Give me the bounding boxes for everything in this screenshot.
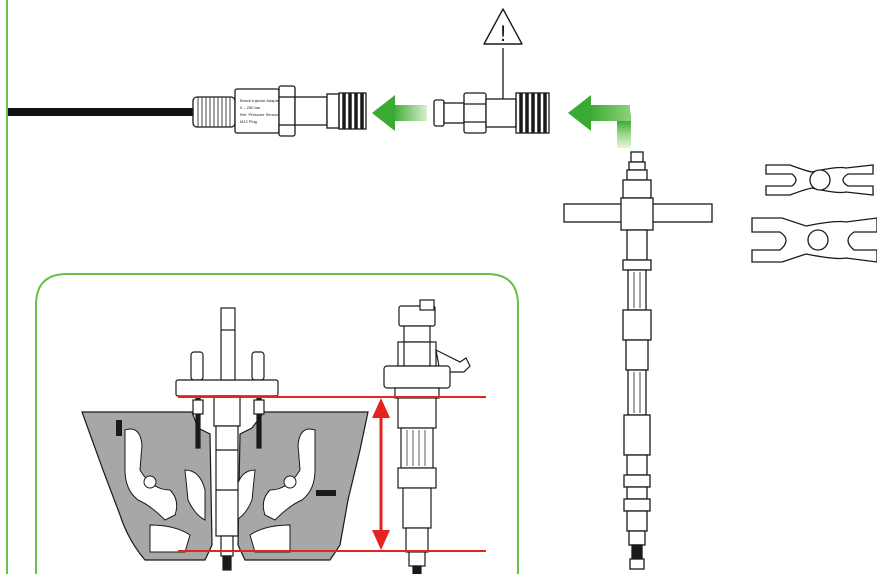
svg-text:0 – 250 bar: 0 – 250 bar	[240, 105, 261, 110]
inset-detail-frame	[35, 273, 519, 574]
adapter-fitting	[433, 48, 550, 134]
cylinder-head-section	[81, 411, 369, 561]
sensor-hex-nut	[278, 85, 296, 137]
warning-triangle-icon: !	[483, 8, 523, 46]
sensor-cable	[8, 108, 194, 116]
svg-text:Ref. Pressure Sensor: Ref. Pressure Sensor	[240, 112, 279, 117]
sensor-body	[234, 88, 280, 134]
flow-arrow-icon	[568, 95, 631, 148]
measurement-arrow-icon	[372, 398, 390, 550]
clamp-plate-small	[765, 164, 874, 196]
clamp-plate-large	[751, 217, 877, 263]
injector-with-clamp	[563, 151, 713, 570]
measurement-guides	[178, 396, 486, 552]
reference-injector	[383, 299, 471, 574]
sensor-label: Bosch Injector Adapter 0 – 250 bar Ref. …	[240, 98, 281, 124]
inset-clamp-assembly	[175, 307, 279, 571]
svg-text:Bosch Injector Adapter: Bosch Injector Adapter	[240, 98, 281, 103]
svg-text:M12 Plug: M12 Plug	[240, 119, 257, 124]
warning-symbol: !	[500, 21, 506, 46]
flow-arrow-icon	[372, 95, 427, 131]
pressure-sensor-assembly: Bosch Injector Adapter 0 – 250 bar Ref. …	[8, 85, 367, 137]
